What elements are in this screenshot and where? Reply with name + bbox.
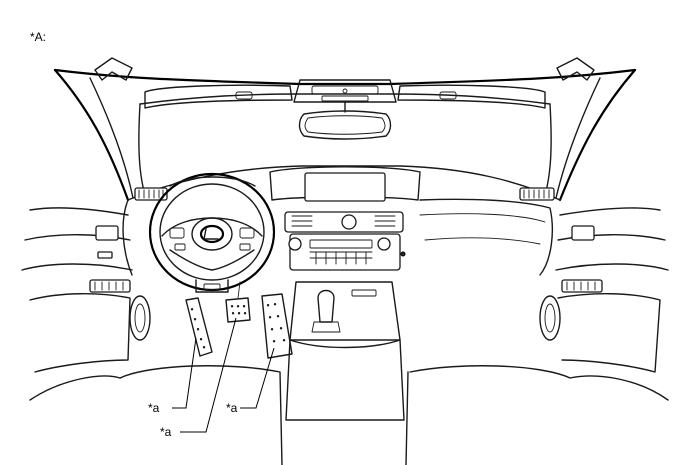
right-door xyxy=(539,207,669,373)
steering-wheel xyxy=(148,172,276,293)
center-console xyxy=(285,281,405,421)
view-label: *A: xyxy=(30,30,46,44)
left-door xyxy=(21,207,151,373)
callout-label-accelerator-pedal-pad: *a xyxy=(226,401,238,415)
callout-leaders xyxy=(172,317,275,433)
rear-view-mirror xyxy=(298,101,392,140)
callout-label-brake-pedal-pad: *a xyxy=(160,425,172,439)
left-pedal-trim xyxy=(185,297,213,357)
brake-pedal-pad xyxy=(225,281,251,323)
windshield-frame xyxy=(53,57,637,202)
dashboard xyxy=(122,165,561,276)
center-stack xyxy=(284,211,406,271)
overhead-console xyxy=(293,79,397,103)
sun-visors xyxy=(144,84,546,109)
accelerator-pedal-pad xyxy=(261,293,293,359)
front-seats xyxy=(29,365,669,465)
callout-label-left-pedal-trim: *a xyxy=(148,401,160,415)
